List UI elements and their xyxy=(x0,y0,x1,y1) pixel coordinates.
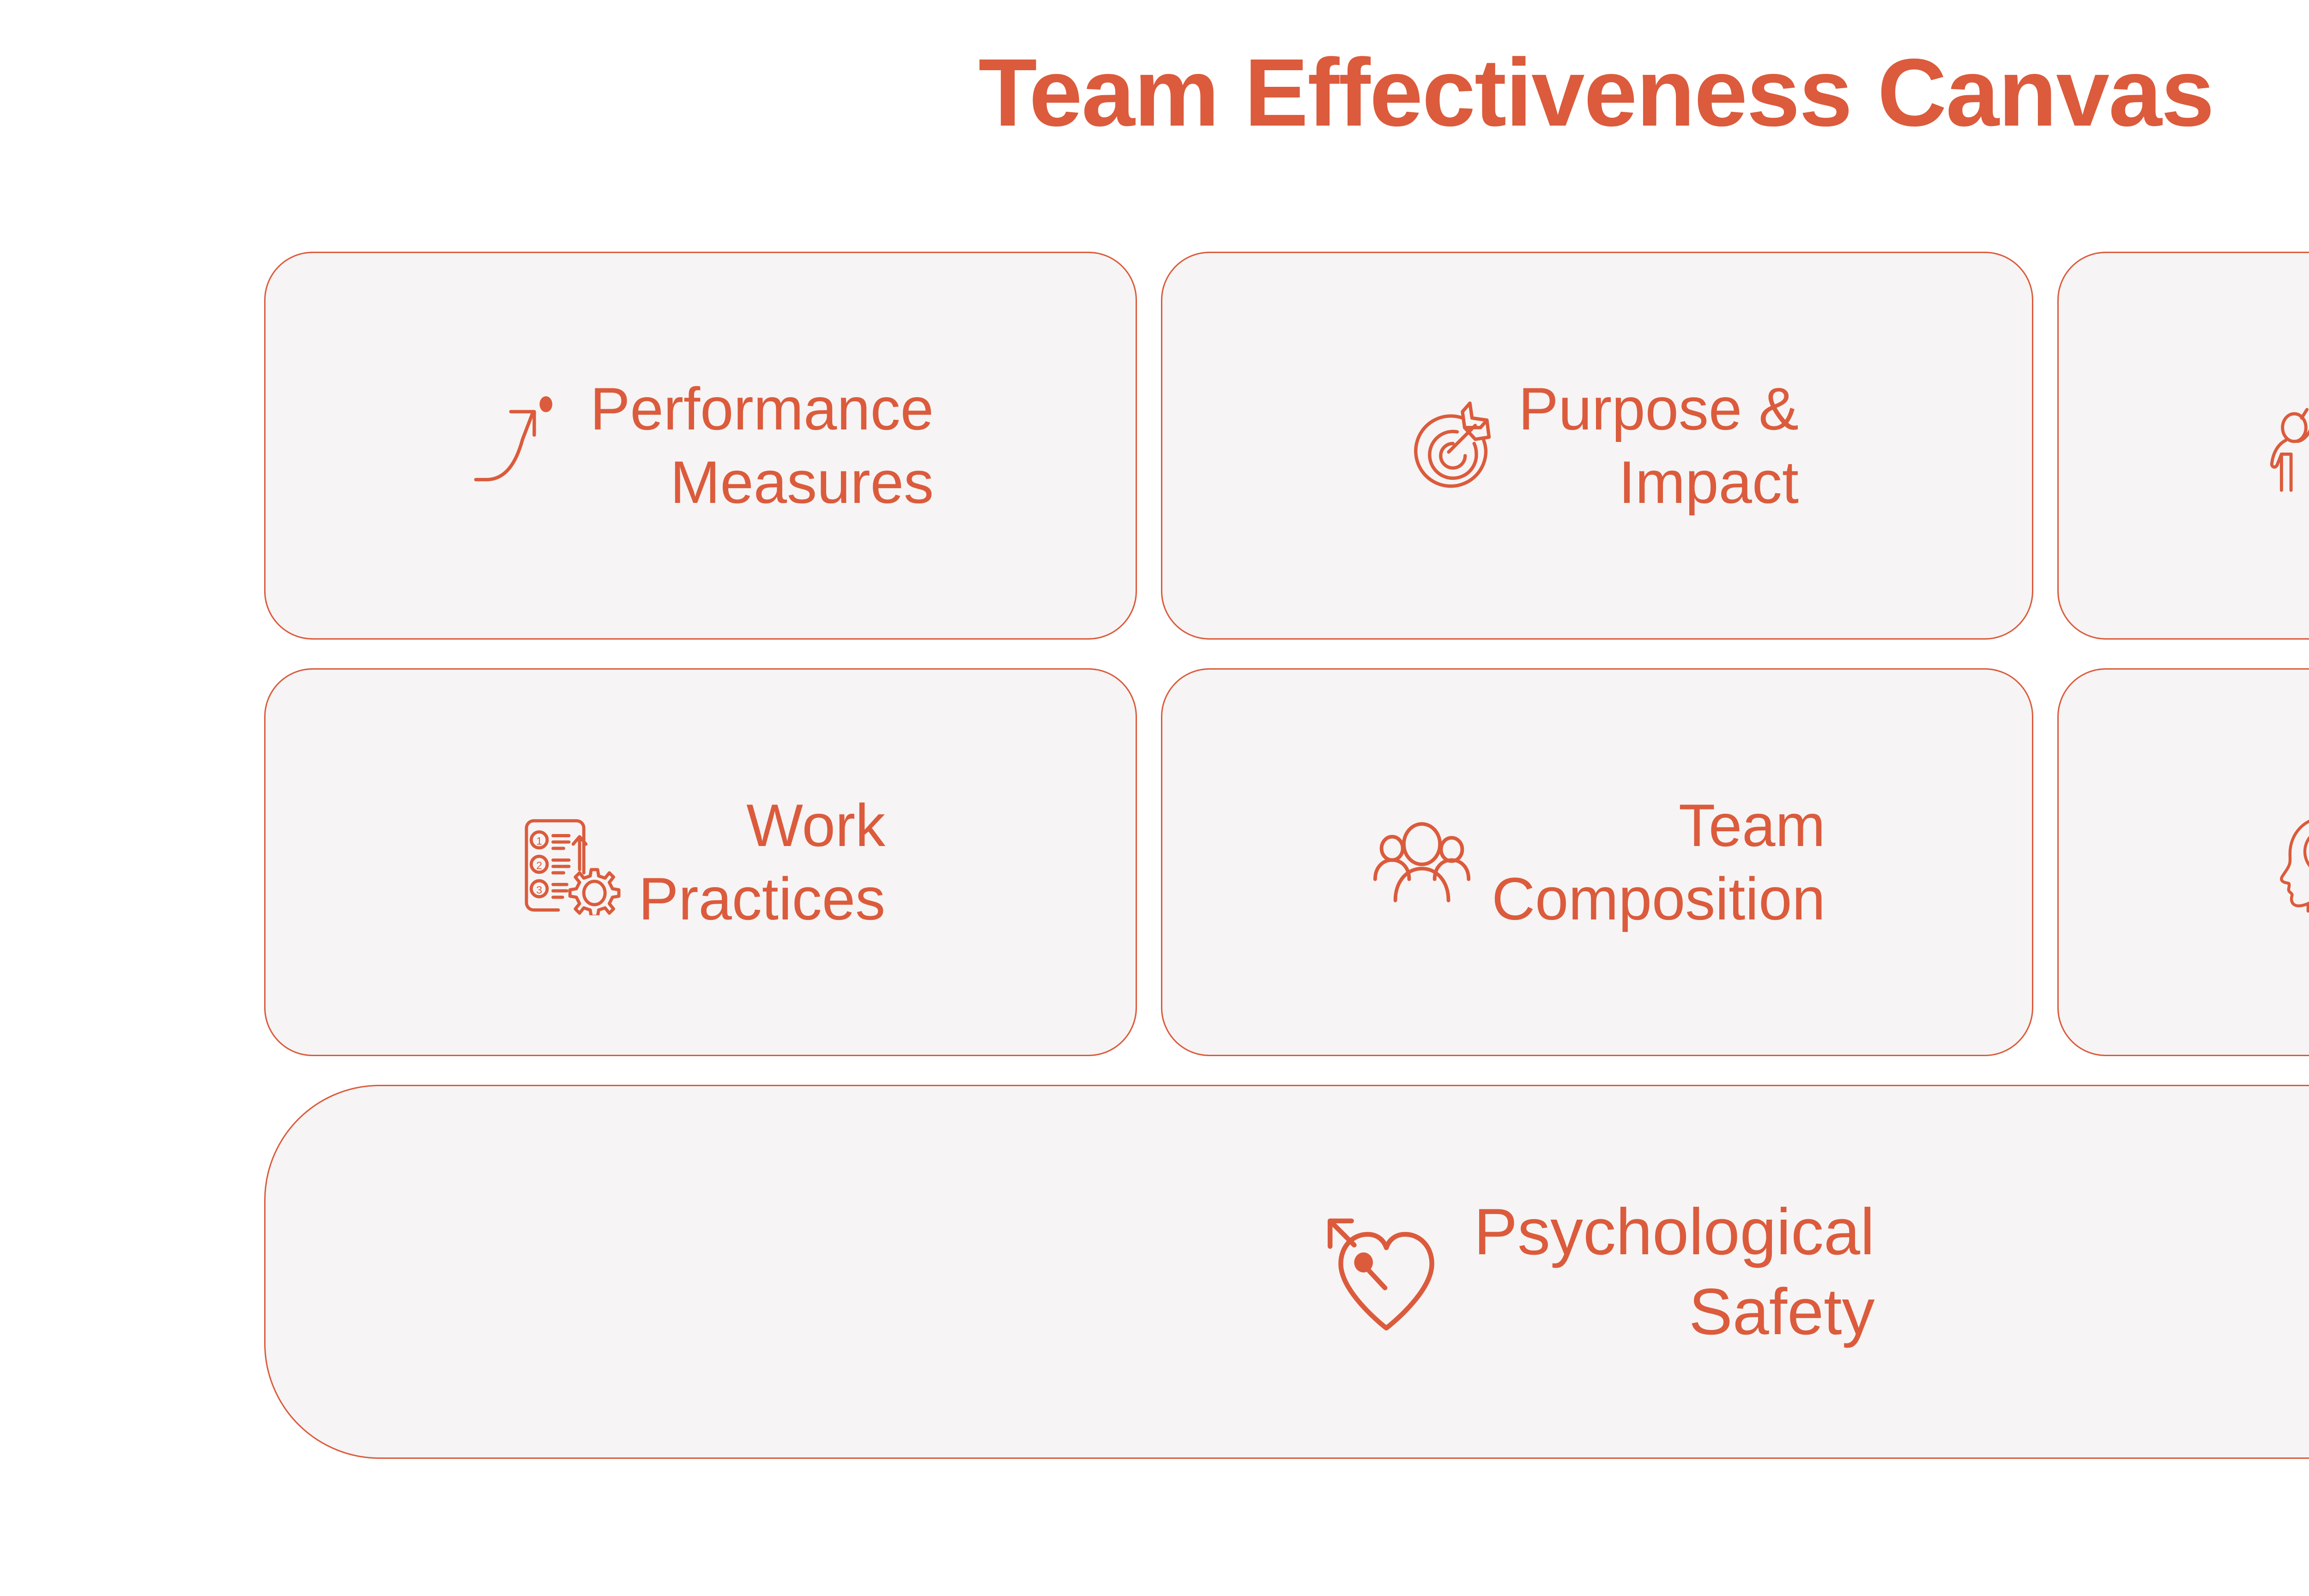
page-title: Team Effectiveness Canvas xyxy=(978,39,2215,146)
people-group-icon xyxy=(1369,809,1475,915)
card-row-top: Performance Measures Purpose & Impact xyxy=(264,252,2309,640)
checklist-gear-icon: 1 2 3 xyxy=(516,809,622,915)
card-purpose-impact[interactable]: Purpose & Impact xyxy=(1161,252,2034,640)
card-team-composition[interactable]: Team Composition xyxy=(1161,668,2034,1056)
growth-arrow-icon xyxy=(467,393,574,499)
heart-pin-icon xyxy=(1319,1205,1453,1339)
svg-text:2: 2 xyxy=(536,859,542,871)
head-lotus-icon xyxy=(2273,809,2309,915)
canvas-grid: Performance Measures Purpose & Impact xyxy=(264,252,2309,1459)
card-label: Purpose & Impact xyxy=(1518,375,1799,516)
target-arrow-icon xyxy=(1396,393,1502,499)
card-psychological-safety[interactable]: Psychological Safety xyxy=(264,1085,2309,1459)
svg-text:3: 3 xyxy=(536,884,542,896)
high-five-icon xyxy=(2262,393,2309,499)
card-label: Team Composition xyxy=(1492,792,1825,932)
svg-text:1: 1 xyxy=(536,835,542,847)
card-work-practices[interactable]: 1 2 3 xyxy=(264,668,1137,1056)
card-label: Work Practices xyxy=(638,792,886,932)
card-row-bottom: Psychological Safety xyxy=(264,1085,2309,1459)
card-row-middle: 1 2 3 xyxy=(264,668,2309,1056)
card-performance-measures[interactable]: Performance Measures xyxy=(264,252,1137,640)
card-engagement-measures[interactable]: Engagement Measures xyxy=(2057,252,2309,640)
card-label: Psychological Safety xyxy=(1474,1195,1875,1348)
card-label: Performance Measures xyxy=(590,375,934,516)
card-wellbeing-growth[interactable]: Wellbeing & Growth xyxy=(2057,668,2309,1056)
